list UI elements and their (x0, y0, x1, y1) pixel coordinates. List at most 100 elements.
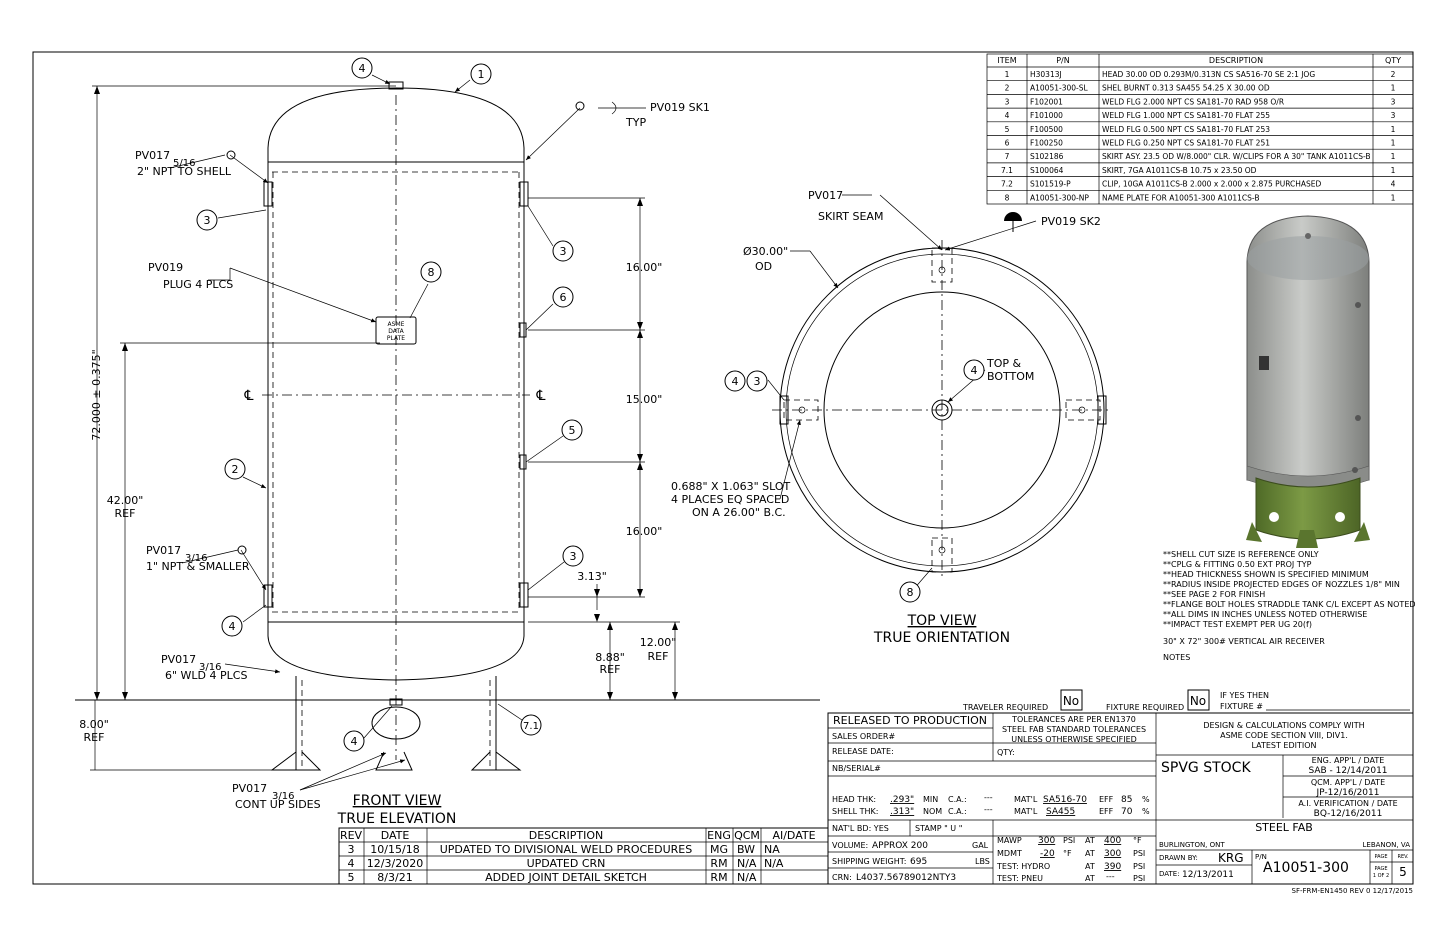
bom-cell-qty: 1 (1391, 139, 1396, 148)
callout-slot: 0.688" X 1.063" SLOT (671, 480, 791, 493)
svg-text:PSI: PSI (1133, 849, 1145, 858)
bom-cell-item: 7.1 (1001, 166, 1013, 175)
svg-text:REF: REF (84, 731, 105, 744)
rev-cell: RM (710, 857, 727, 870)
balloon-4-top: 4 (359, 62, 366, 75)
svg-text:QCM. APP'L / DATE: QCM. APP'L / DATE (1311, 778, 1385, 787)
bom-cell-pn: F101000 (1030, 111, 1063, 120)
bom-cell-description: SKIRT ASY. 23.5 OD W/8.000" CLR. W/CLIPS… (1102, 152, 1371, 161)
bom-cell-description: WELD FLG 1.000 NPT CS SA181-70 FLAT 255 (1102, 111, 1270, 120)
dim-42: 42.00" (107, 494, 144, 507)
svg-text:MDMT: MDMT (997, 849, 1022, 858)
bom-header-item: ITEM (997, 56, 1016, 65)
svg-text:BOTTOM: BOTTOM (987, 370, 1034, 383)
front-dimensions: 72.000 ± 0.375" (90, 85, 680, 771)
svg-text:C.A.:: C.A.: (948, 807, 967, 816)
dim-8-88: 8.88" (595, 651, 625, 664)
svg-text:DATA: DATA (388, 328, 404, 335)
svg-text:REF: REF (115, 507, 136, 520)
svg-text:LATEST EDITION: LATEST EDITION (1251, 741, 1316, 750)
bom-cell-qty: 1 (1391, 166, 1396, 175)
svg-text:AT: AT (1085, 862, 1095, 871)
svg-text:AT: AT (1085, 836, 1095, 845)
drawn-by-value: KRG (1218, 851, 1244, 865)
stamp: STAMP " U " (915, 824, 962, 833)
bom-header-qty: QTY (1385, 56, 1401, 65)
svg-text:4 PLACES EQ SPACED: 4 PLACES EQ SPACED (671, 493, 789, 506)
rev-cell: RM (710, 871, 727, 884)
rev-header: AI/DATE (772, 829, 815, 842)
bom-cell-qty: 3 (1391, 97, 1396, 106)
note-line: **IMPACT TEST EXEMPT PER UG 20(f) (1163, 620, 1312, 629)
note-line: **FLANGE BOLT HOLES STRADDLE TANK C/L EX… (1163, 600, 1416, 609)
callout-pv019-sk2: PV019 SK2 (1041, 215, 1101, 228)
bom-cell-description: HEAD 30.00 OD 0.293M/0.313N CS SA516-70 … (1102, 70, 1315, 79)
svg-text:REV.: REV. (1398, 854, 1409, 860)
bom-cell-description: WELD FLG 0.500 NPT CS SA181-70 FLAT 253 (1102, 125, 1270, 134)
ai-verification: BQ-12/16/2011 (1314, 809, 1383, 819)
balloon-8: 8 (428, 266, 435, 279)
svg-text:3/16: 3/16 (199, 662, 221, 673)
required-flags: TRAVELER REQUIRED No FIXTURE REQUIRED No… (962, 689, 1410, 712)
svg-text:VOLUME:: VOLUME: (832, 841, 868, 850)
svg-text:REF: REF (648, 650, 669, 663)
svg-text:PSI: PSI (1063, 836, 1075, 845)
crn-value: L4037.56789012NTY3 (856, 873, 956, 883)
head-material: SA516-70 (1043, 795, 1087, 805)
callout-pv019-sk1: PV019 SK1 (650, 101, 710, 114)
svg-text:PAGE: PAGE (1374, 866, 1387, 872)
rev-cell: 10/15/18 (370, 843, 419, 856)
top-balloon-4-left: 4 (732, 375, 739, 388)
fixture-required-label: FIXTURE REQUIRED (1106, 703, 1184, 712)
rev-cell: N/A (737, 857, 757, 870)
rev-cell: 4 (348, 857, 355, 870)
svg-text:DATE:: DATE: (1159, 870, 1180, 878)
svg-text:---: --- (984, 793, 993, 802)
isometric-render (1246, 215, 1370, 548)
head-thk-label: HEAD THK: (832, 795, 876, 804)
release-date: RELEASE DATE: (832, 747, 894, 756)
form-number: SF-FRM-EN1450 REV 0 12/17/2015 (1292, 887, 1413, 895)
location-lebanon: LEBANON, VA (1363, 841, 1411, 849)
balloon-2: 2 (232, 463, 239, 476)
bom-cell-item: 7 (1005, 152, 1010, 161)
bom-cell-description: SKIRT, 7GA A1011CS-B 10.75 x 23.50 OD (1102, 166, 1257, 175)
bom-cell-qty: 2 (1391, 70, 1396, 79)
svg-text:EFF: EFF (1099, 795, 1114, 804)
svg-text:MAWP: MAWP (997, 836, 1022, 845)
bom-cell-pn: A10051-300-SL (1030, 84, 1088, 93)
svg-text:EFF: EFF (1099, 807, 1114, 816)
rev-cell: N/A (764, 857, 784, 870)
svg-text:PAGE: PAGE (1374, 854, 1387, 860)
dim-3-13: 3.13" (577, 570, 607, 583)
bom-cell-item: 8 (1005, 193, 1010, 202)
revision-value: 5 (1399, 865, 1407, 879)
callout-pv017-c: PV017 (161, 653, 196, 666)
bom-cell-pn: S102186 (1030, 152, 1064, 161)
bom-cell-pn: F100250 (1030, 139, 1063, 148)
svg-text:5/16: 5/16 (173, 158, 195, 169)
steel-fab: STEEL FAB (1255, 821, 1313, 834)
rev-cell: ADDED JOINT DETAIL SKETCH (485, 871, 647, 884)
title-block: RELEASED TO PRODUCTION TOLERANCES ARE PE… (827, 712, 1414, 885)
bom-header-description: DESCRIPTION (1209, 56, 1263, 65)
mdmt-value: -20 (1040, 849, 1055, 859)
svg-text:300: 300 (1104, 849, 1121, 859)
note-line: **RADIUS INSIDE PROJECTED EDGES OF NOZZL… (1163, 580, 1400, 589)
rev-header: REV (340, 829, 363, 842)
tolerances-text: TOLERANCES ARE PER EN1370 (1011, 715, 1136, 724)
location-burlington: BURLINGTON, ONT (1159, 841, 1225, 849)
front-leaders (208, 74, 581, 791)
drawing-date: 12/13/2011 (1182, 870, 1234, 880)
skirt (270, 676, 522, 771)
rev-cell: NA (764, 843, 780, 856)
bom-cell-item: 5 (1005, 125, 1010, 134)
skirt-opening (371, 706, 421, 740)
bom-cell-qty: 1 (1391, 152, 1396, 161)
note-line: **ALL DIMS IN INCHES UNLESS NOTED OTHERW… (1163, 610, 1367, 619)
rev-cell: UPDATED TO DIVISIONAL WELD PROCEDURES (440, 843, 692, 856)
nb-serial: NB/SERIAL# (832, 764, 881, 773)
bom-cell-description: NAME PLATE FOR A10051-300 A1011CS-B (1102, 193, 1259, 202)
